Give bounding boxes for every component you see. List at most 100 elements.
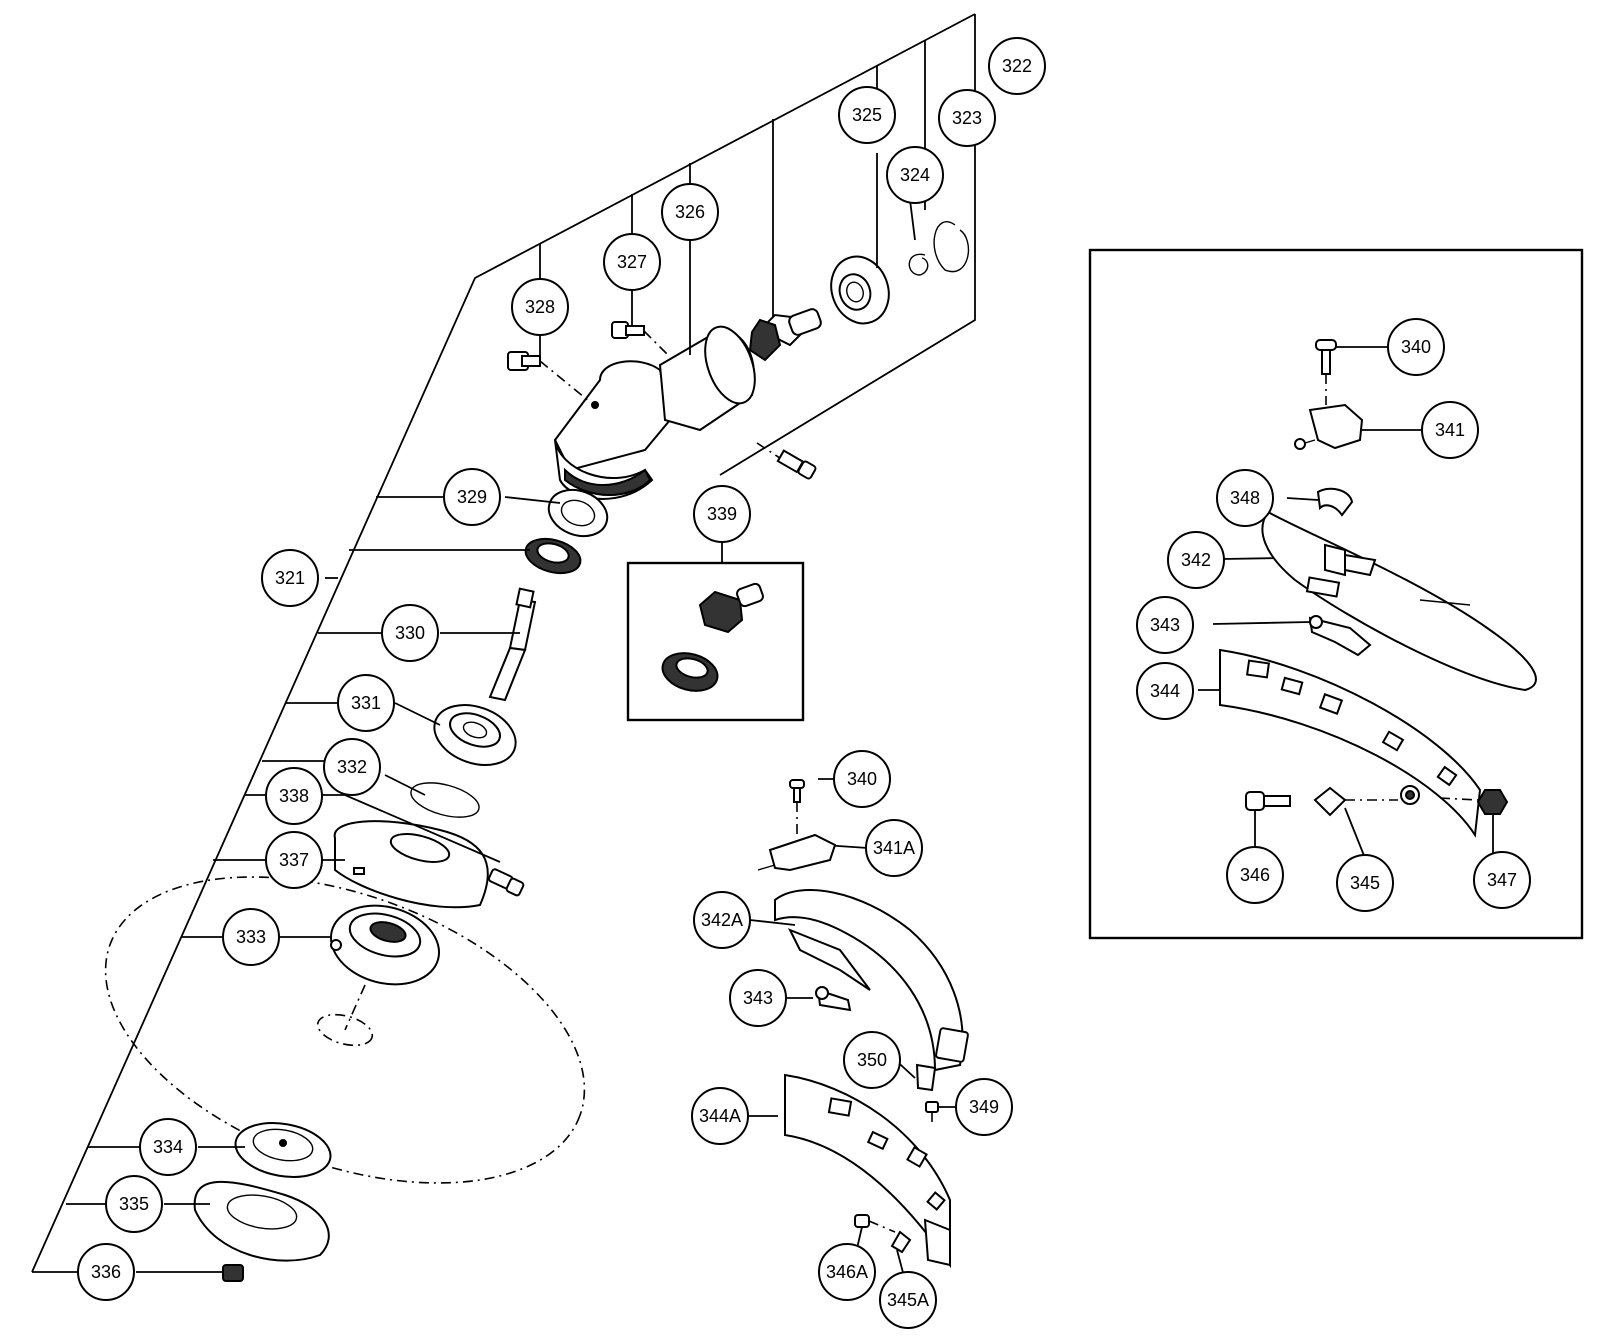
callout-329: 329 bbox=[443, 468, 501, 526]
callout-327: 327 bbox=[603, 233, 661, 291]
gear-cover bbox=[333, 820, 489, 909]
svg-text:338: 338 bbox=[279, 786, 309, 806]
svg-text:346A: 346A bbox=[826, 1262, 868, 1282]
guard-shell bbox=[1219, 648, 1482, 838]
callout-350: 350 bbox=[843, 1031, 901, 1089]
guard-bracket-a bbox=[757, 833, 837, 872]
housing-screw-top bbox=[507, 351, 591, 403]
clamp-bolt bbox=[756, 442, 817, 480]
housing-screw-small bbox=[611, 321, 669, 356]
guard-cover-a bbox=[774, 889, 969, 1072]
blade-cup bbox=[193, 1180, 330, 1262]
cover-bolt bbox=[487, 868, 525, 897]
callout-342: 342 bbox=[1167, 531, 1225, 589]
guard-cover bbox=[1261, 510, 1537, 692]
callout-322: 322 bbox=[988, 37, 1046, 95]
callout-345: 345 bbox=[1336, 854, 1394, 912]
guard-bolt bbox=[1245, 791, 1291, 848]
svg-text:329: 329 bbox=[457, 487, 487, 507]
callout-349: 349 bbox=[955, 1078, 1013, 1136]
svg-text:332: 332 bbox=[337, 757, 367, 777]
callout-326: 326 bbox=[661, 183, 719, 241]
svg-text:331: 331 bbox=[351, 693, 381, 713]
svg-text:342: 342 bbox=[1181, 550, 1211, 570]
callout-343-center: 343 bbox=[729, 969, 787, 1027]
blade-holder bbox=[316, 904, 441, 1047]
snap-ring-lower bbox=[410, 782, 480, 818]
callout-324: 324 bbox=[886, 146, 944, 204]
output-shaft bbox=[488, 587, 537, 702]
callout-346A: 346A bbox=[818, 1243, 876, 1301]
output-bearing-upper bbox=[547, 488, 609, 538]
guard-clip-a bbox=[915, 1063, 937, 1092]
svg-text:334: 334 bbox=[153, 1137, 183, 1157]
callout-342A: 342A bbox=[693, 891, 751, 949]
callout-332: 332 bbox=[323, 738, 381, 796]
svg-text:350: 350 bbox=[857, 1050, 887, 1070]
svg-text:341: 341 bbox=[1435, 420, 1465, 440]
fixing-washer bbox=[234, 1122, 332, 1178]
callout-345A: 345A bbox=[879, 1271, 937, 1329]
svg-text:337: 337 bbox=[279, 850, 309, 870]
guard-assembly-box bbox=[1088, 248, 1584, 940]
main-assembly-bracket bbox=[31, 13, 976, 1273]
svg-text:321: 321 bbox=[275, 568, 305, 588]
callout-333: 333 bbox=[222, 908, 280, 966]
callout-340-box: 340 bbox=[1387, 318, 1445, 376]
callout-321: 321 bbox=[261, 549, 319, 607]
svg-text:343: 343 bbox=[1150, 615, 1180, 635]
callout-343-box: 343 bbox=[1136, 596, 1194, 654]
guard-washer bbox=[1313, 786, 1398, 859]
svg-text:344: 344 bbox=[1150, 681, 1180, 701]
callout-338: 338 bbox=[265, 767, 323, 825]
guard-bracket bbox=[1294, 403, 1364, 450]
snap-ring-large bbox=[933, 221, 970, 273]
input-bearing bbox=[830, 255, 890, 325]
callout-334: 334 bbox=[139, 1118, 197, 1176]
callout-341: 341 bbox=[1421, 401, 1479, 459]
svg-text:342A: 342A bbox=[701, 910, 743, 930]
svg-text:324: 324 bbox=[900, 165, 930, 185]
svg-text:340: 340 bbox=[847, 769, 877, 789]
svg-text:341A: 341A bbox=[873, 838, 915, 858]
guard-screw-a bbox=[789, 779, 805, 835]
guard-spacer bbox=[1316, 487, 1354, 517]
callout-344A: 344A bbox=[691, 1087, 749, 1145]
callout-341A: 341A bbox=[865, 819, 923, 877]
snap-ring-small bbox=[908, 253, 929, 276]
guard-screw bbox=[1315, 339, 1337, 405]
gear-set-box bbox=[626, 537, 805, 722]
callout-346: 346 bbox=[1226, 846, 1284, 904]
callout-325: 325 bbox=[838, 86, 896, 144]
svg-text:349: 349 bbox=[969, 1097, 999, 1117]
svg-text:328: 328 bbox=[525, 297, 555, 317]
callout-leaders bbox=[66, 153, 926, 1273]
bevel-gear bbox=[524, 537, 582, 575]
svg-text:344A: 344A bbox=[699, 1106, 741, 1126]
guard-shell-a bbox=[784, 1073, 951, 1269]
callout-323: 323 bbox=[938, 89, 996, 147]
callout-339: 339 bbox=[693, 485, 751, 543]
svg-text:336: 336 bbox=[91, 1262, 121, 1282]
svg-text:335: 335 bbox=[119, 1194, 149, 1214]
callout-337: 337 bbox=[265, 831, 323, 889]
svg-text:345A: 345A bbox=[887, 1290, 929, 1310]
callout-328: 328 bbox=[511, 278, 569, 336]
svg-text:330: 330 bbox=[395, 623, 425, 643]
callout-348: 348 bbox=[1216, 469, 1274, 527]
svg-text:346: 346 bbox=[1240, 865, 1270, 885]
svg-text:327: 327 bbox=[617, 252, 647, 272]
input-pinion-gear bbox=[748, 308, 822, 362]
guard-assembly-a bbox=[748, 778, 969, 1281]
svg-text:326: 326 bbox=[675, 202, 705, 222]
guard-nut bbox=[1439, 789, 1509, 853]
callout-335: 335 bbox=[105, 1175, 163, 1233]
output-bearing-lower bbox=[433, 704, 517, 766]
svg-text:345: 345 bbox=[1350, 873, 1380, 893]
svg-text:333: 333 bbox=[236, 927, 266, 947]
callout-347: 347 bbox=[1473, 851, 1531, 909]
callout-331: 331 bbox=[337, 674, 395, 732]
callout-336: 336 bbox=[77, 1243, 135, 1301]
svg-text:323: 323 bbox=[952, 108, 982, 128]
